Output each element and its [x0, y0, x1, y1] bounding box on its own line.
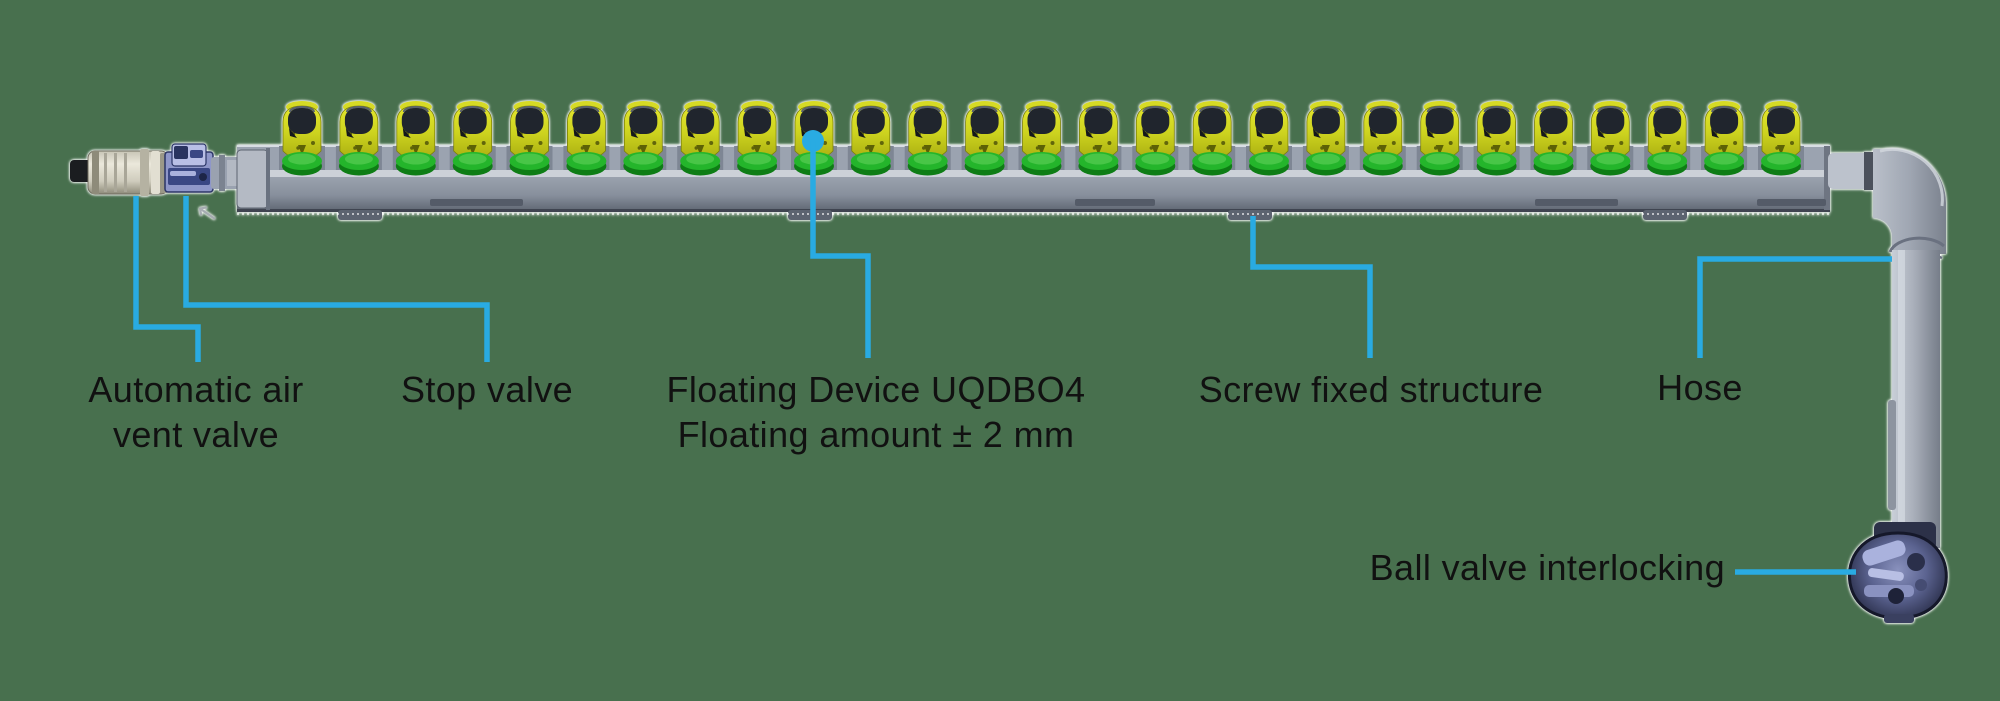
quick-connector — [1131, 100, 1180, 177]
quick-connector — [1301, 100, 1350, 177]
quick-connector — [1074, 100, 1123, 177]
label-line: Floating amount ± 2 mm — [677, 414, 1075, 455]
leader-floating-device — [810, 141, 871, 358]
label-screw-fixed: Screw fixed structure — [1198, 369, 1544, 410]
rotate-cursor-icon: ↖ — [194, 196, 221, 229]
quick-connector — [334, 100, 383, 177]
mount-tab — [338, 210, 382, 220]
air-vent-valve — [70, 149, 169, 196]
quick-connector — [1358, 100, 1407, 177]
quick-connector — [1017, 100, 1066, 177]
quick-connector — [1529, 100, 1578, 177]
quick-connector — [1700, 100, 1749, 177]
label-stop-valve: Stop valve — [400, 369, 574, 410]
mount-tab — [1643, 210, 1687, 220]
label-air-vent-valve: Automatic air vent valve — [36, 367, 356, 457]
quick-connector — [505, 100, 554, 177]
quick-connector — [1643, 100, 1692, 177]
quick-connector — [1415, 100, 1464, 177]
quick-connector — [1188, 100, 1237, 177]
connector-row — [278, 100, 1805, 177]
quick-connector — [278, 100, 326, 177]
leader-stop-valve — [183, 196, 490, 362]
quick-connector — [391, 100, 440, 177]
label-line: Automatic air — [88, 369, 304, 410]
ball-valve — [1847, 522, 1948, 623]
quick-connector — [676, 100, 725, 177]
quick-connector — [846, 100, 895, 177]
label-line: Floating Device UQDBO4 — [666, 369, 1086, 410]
label-hose: Hose — [1657, 367, 1743, 408]
quick-connector — [562, 100, 611, 177]
quick-connector — [733, 100, 782, 177]
quick-connector — [903, 100, 952, 177]
quick-connector — [619, 100, 668, 177]
mount-tab — [1228, 210, 1272, 220]
quick-connector — [448, 100, 497, 177]
leader-lines — [133, 130, 1892, 575]
hose-elbow — [1828, 147, 1946, 263]
hose-pipe — [1888, 250, 1940, 548]
stop-valve — [164, 143, 239, 193]
label-line: vent valve — [112, 414, 280, 455]
leader-hose — [1697, 256, 1892, 358]
leader-screw-fixed — [1250, 216, 1373, 358]
leader-air-vent — [133, 196, 201, 362]
mount-tab — [788, 210, 832, 220]
label-floating-device: Floating Device UQDBO4 Floating amount ±… — [656, 367, 1096, 457]
label-ball-valve: Ball valve interlocking — [1369, 547, 1725, 588]
quick-connector — [1472, 100, 1521, 177]
quick-connector — [1245, 100, 1293, 177]
quick-connector — [1757, 100, 1805, 177]
quick-connector — [960, 100, 1009, 177]
quick-connector — [1586, 100, 1635, 177]
